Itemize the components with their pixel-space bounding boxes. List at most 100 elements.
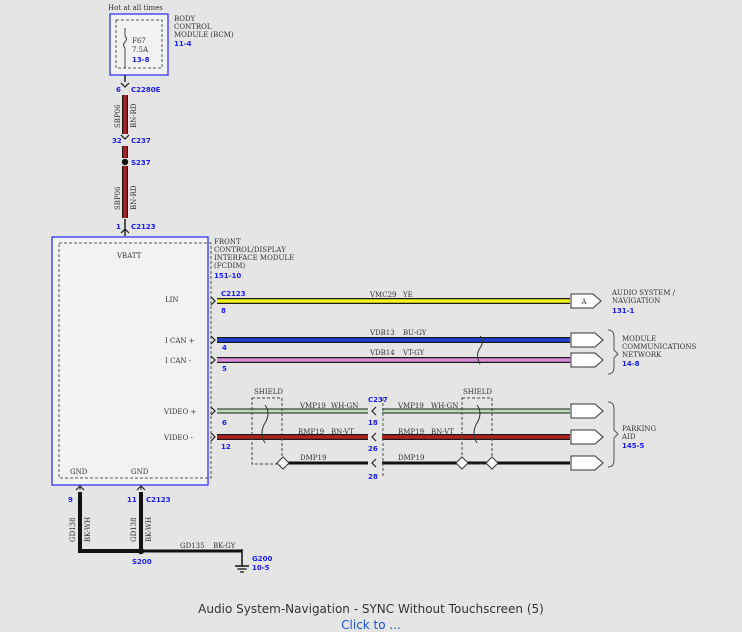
wire-vp2-circuit: VMP19 bbox=[397, 402, 424, 410]
fuse-icon bbox=[123, 28, 127, 68]
conn-c2123-top[interactable]: C2123 bbox=[131, 223, 156, 231]
pin-label-video-plus: VIDEO + bbox=[163, 408, 197, 416]
ground-ref[interactable]: 10-5 bbox=[252, 564, 270, 572]
wire-circuit-2: SBP06 bbox=[114, 186, 122, 210]
mod-label-3: NETWORK bbox=[622, 351, 662, 359]
fcdim-inner-box bbox=[58, 242, 212, 479]
mod-ref[interactable]: 14-8 bbox=[622, 360, 640, 368]
shield-2-label: SHIELD bbox=[463, 388, 492, 396]
conn-c237-top[interactable]: C237 bbox=[131, 137, 151, 145]
wire-vp-circuit: VMP19 bbox=[299, 402, 326, 410]
park-label-2: AID bbox=[621, 433, 636, 441]
pin-label-ican-plus: I CAN + bbox=[165, 337, 195, 345]
wire-vp2-color: WH-GN bbox=[431, 402, 458, 410]
pin-label-gnd-1: GND bbox=[70, 468, 88, 476]
audio-label-2: NAVIGATION bbox=[612, 297, 660, 305]
splice-icon bbox=[137, 547, 145, 555]
wire-vm2-color: BN-VT bbox=[431, 428, 454, 436]
shield-1-label: SHIELD bbox=[254, 388, 283, 396]
gnd-circuit-1: GD138 bbox=[69, 517, 77, 542]
pin-26: 26 bbox=[368, 445, 378, 453]
conn-c237-mid[interactable]: C237 bbox=[368, 396, 388, 404]
wire-canm-circuit: VDB14 bbox=[369, 349, 395, 357]
pin-label-video-minus: VIDEO - bbox=[163, 434, 194, 442]
wire-vm-circuit: RMP19 bbox=[298, 428, 324, 436]
pin-28: 28 bbox=[368, 473, 378, 481]
splice-s200[interactable]: S200 bbox=[132, 558, 152, 566]
bcm-ref[interactable]: 11-4 bbox=[174, 40, 192, 48]
connector-arrow-icon bbox=[120, 82, 130, 88]
fcdim-name-4: (FCDIM) bbox=[214, 262, 245, 270]
ground-g200[interactable]: G200 bbox=[252, 555, 272, 563]
pin-32: 32 bbox=[112, 137, 122, 145]
pin-5: 5 bbox=[222, 365, 227, 373]
shield-drain-icon bbox=[455, 456, 469, 470]
shield-drain-icon bbox=[276, 456, 290, 470]
wire-lin-color: YE bbox=[402, 291, 413, 299]
gnd-color-3: BK-GY bbox=[213, 542, 236, 550]
gnd-circuit-3: GD135 bbox=[180, 542, 205, 550]
park-ref[interactable]: 145-5 bbox=[622, 442, 645, 450]
connector-arrow-icon bbox=[120, 228, 130, 234]
pin-8: 8 bbox=[221, 307, 226, 315]
twist-icon bbox=[473, 404, 481, 444]
wire-color-1: BN-RD bbox=[130, 103, 138, 128]
shield-1-box bbox=[251, 397, 283, 465]
twist-icon bbox=[477, 335, 483, 365]
bcm-inner-box bbox=[115, 19, 163, 69]
pin-label-ican-minus: I CAN - bbox=[165, 357, 192, 365]
mod-label-1: MODULE bbox=[622, 335, 656, 343]
bcm-name-2: CONTROL bbox=[174, 23, 212, 31]
wire-canm-color: VT-GY bbox=[402, 349, 425, 357]
pin-9: 9 bbox=[68, 496, 73, 504]
wire-color-2: BN-RD bbox=[130, 185, 138, 210]
connector-arrow-icon bbox=[210, 406, 216, 416]
bcm-name-1: BODY bbox=[174, 15, 196, 23]
bcm-name-3: MODULE (BCM) bbox=[174, 31, 234, 39]
fuse-rating: 7.5A bbox=[132, 46, 149, 54]
caption-link[interactable]: Click to ... bbox=[341, 618, 401, 632]
audio-tag-icon bbox=[570, 293, 602, 309]
pin-6-video: 6 bbox=[222, 419, 227, 427]
pin-18: 18 bbox=[368, 419, 378, 427]
wire-vm2-circuit: RMP19 bbox=[398, 428, 424, 436]
audio-ref[interactable]: 131-1 bbox=[612, 307, 635, 315]
wire-drain-circuit: DMP19 bbox=[300, 454, 326, 462]
wire-vm-color: BN-VT bbox=[331, 428, 354, 436]
fcdim-name-2: CONTROL/DISPLAY bbox=[214, 246, 286, 254]
wire-canp-circuit: VDB13 bbox=[369, 329, 395, 337]
conn-c2123-lin[interactable]: C2123 bbox=[221, 290, 246, 298]
shield-2-box bbox=[461, 397, 493, 465]
fcdim-name-1: FRONT bbox=[214, 238, 241, 246]
pin-1: 1 bbox=[116, 223, 121, 231]
gnd-circuit-2: GD138 bbox=[130, 517, 138, 542]
bcm-note: Hot at all times bbox=[108, 4, 163, 12]
pin-11: 11 bbox=[127, 496, 137, 504]
splice-s237[interactable]: S237 bbox=[131, 159, 151, 167]
fuse-label: F67 bbox=[132, 37, 146, 45]
gnd-color-1: BK-WH bbox=[84, 517, 92, 542]
conn-c2280e[interactable]: C2280E bbox=[131, 86, 161, 94]
park-label-1: PARKING bbox=[622, 425, 657, 433]
connector-arrow-icon bbox=[210, 355, 216, 365]
conn-c2123-gnd[interactable]: C2123 bbox=[146, 496, 171, 504]
wire-vp-color: WH-GN bbox=[331, 402, 358, 410]
diagram-caption: Audio System-Navigation - SYNC Without T… bbox=[198, 602, 544, 616]
connector-arrow-icon bbox=[210, 335, 216, 345]
wire-drain2-circuit: DMP19 bbox=[398, 454, 424, 462]
twist-icon bbox=[261, 404, 269, 444]
fcdim-name-3: INTERFACE MODULE bbox=[214, 254, 294, 262]
fuse-ref[interactable]: 13-8 bbox=[132, 56, 150, 64]
audio-tag: A bbox=[580, 298, 587, 306]
shield-drain-icon bbox=[485, 456, 499, 470]
bracket-icon bbox=[607, 401, 619, 468]
connector-arrow-icon bbox=[210, 432, 216, 442]
fcdim-ref[interactable]: 151-10 bbox=[214, 272, 241, 280]
audio-label-1: AUDIO SYSTEM / bbox=[611, 289, 676, 297]
mod-label-2: COMMUNICATIONS bbox=[622, 343, 697, 351]
pin-label-lin: LIN bbox=[165, 296, 179, 304]
vbatt-label: VBATT bbox=[116, 252, 142, 260]
wire-circuit-1: SBP06 bbox=[114, 104, 122, 128]
connector-arrow-icon bbox=[210, 296, 216, 306]
